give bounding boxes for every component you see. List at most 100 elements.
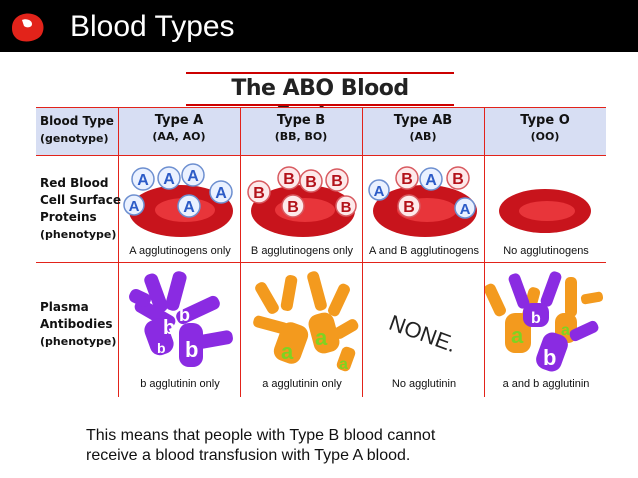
svg-text:b: b — [531, 310, 541, 327]
svg-text:b: b — [185, 337, 198, 362]
svg-text:B: B — [452, 171, 464, 188]
row-label-rbc: Red Blood Cell Surface Proteins (phenoty… — [40, 175, 121, 243]
antigen-a-icon: A — [181, 163, 205, 187]
antigen-b-icon: B — [446, 166, 470, 190]
row-label-text: Proteins — [40, 210, 97, 224]
table-divider — [240, 107, 241, 397]
svg-text:A: A — [137, 172, 149, 189]
antibody-a-icon — [253, 271, 359, 372]
antigen-a-icon: A — [419, 167, 443, 191]
svg-text:A: A — [374, 183, 385, 200]
column-head-type-ab: Type AB (AB) — [363, 113, 483, 144]
svg-text:b: b — [179, 305, 190, 325]
svg-text:A: A — [425, 172, 437, 189]
caption-type-a-cell: A agglutinogens only — [129, 245, 231, 257]
antigen-b-icon: B — [335, 195, 357, 217]
svg-text:B: B — [283, 171, 295, 188]
svg-text:A: A — [215, 185, 227, 202]
svg-text:A: A — [163, 171, 175, 188]
type-o-antibody-illustration: a a b b — [485, 271, 604, 372]
type-a-red-cell-illustration: A A A A A A — [123, 163, 233, 237]
column-genotype: (AB) — [409, 130, 437, 143]
row-label-text: Blood Type — [40, 114, 114, 128]
row-label-sub: (genotype) — [40, 132, 109, 145]
svg-text:a: a — [281, 339, 294, 364]
column-head-type-a: Type A (AA, AO) — [119, 113, 239, 144]
type-ab-antibody-illustration: NONE. — [386, 310, 460, 357]
svg-text:a: a — [339, 356, 348, 373]
slide-header: Blood Types — [0, 0, 638, 52]
caption-type-b-plasma: a agglutinin only — [262, 378, 342, 390]
svg-text:B: B — [305, 174, 317, 191]
explanation-note: This means that people with Type B blood… — [86, 426, 556, 466]
svg-text:B: B — [403, 199, 415, 216]
antibody-b-icon — [129, 271, 233, 367]
row-label-plasma: Plasma Antibodies (phenotype) — [40, 299, 116, 350]
row-label-text: Cell Surface — [40, 193, 122, 207]
figure-title: The ABO Blood System — [231, 76, 409, 127]
table-rule — [36, 155, 606, 156]
column-head-type-o: Type O (OO) — [485, 113, 605, 144]
antigen-a-icon: A — [454, 197, 476, 219]
type-b-antibody-illustration: a a a — [253, 271, 359, 373]
table-rule — [36, 107, 606, 108]
svg-text:B: B — [287, 199, 299, 216]
column-genotype: (BB, BO) — [274, 130, 328, 143]
antigen-b-icon: B — [299, 169, 323, 193]
blood-drop-logo-icon — [12, 13, 44, 42]
figure-title-top-rule — [186, 72, 454, 74]
column-genotype: (AA, AO) — [152, 130, 206, 143]
column-type: Type B — [276, 113, 326, 128]
svg-text:A: A — [183, 199, 195, 216]
table-header-row — [36, 107, 606, 155]
table-divider — [118, 107, 119, 397]
antibody-b-icon — [508, 271, 599, 372]
type-b-red-cell-illustration: B B B B B B — [247, 166, 357, 237]
svg-text:b: b — [543, 345, 556, 370]
svg-text:a: a — [511, 323, 524, 348]
row-label-text: Plasma — [40, 300, 89, 314]
svg-text:A: A — [129, 198, 140, 215]
antigen-b-icon: B — [281, 194, 305, 218]
antigen-a-icon: A — [209, 180, 233, 204]
table-divider — [484, 107, 485, 397]
svg-text:B: B — [341, 199, 352, 216]
antigen-a-icon: A — [157, 166, 181, 190]
column-genotype: (OO) — [530, 130, 560, 143]
antigen-a-icon: A — [177, 194, 201, 218]
caption-type-a-plasma: b agglutinin only — [140, 378, 220, 390]
antigen-b-icon: B — [325, 168, 349, 192]
svg-text:a: a — [561, 322, 570, 339]
row-label-text: Red Blood — [40, 176, 109, 190]
antigen-a-icon: A — [131, 167, 155, 191]
caption-type-o-plasma: a and b agglutinin — [502, 378, 590, 390]
svg-text:b: b — [157, 340, 166, 356]
abo-table: Blood Type (genotype) Red Blood Cell Sur… — [36, 107, 606, 397]
table-rule — [36, 262, 606, 263]
caption-type-o-cell: No agglutinogens — [503, 245, 589, 257]
row-label-sub: (phenotype) — [40, 228, 117, 241]
note-line: receive a blood transfusion with Type A … — [86, 447, 411, 464]
svg-text:B: B — [253, 185, 265, 202]
column-head-type-b: Type B (BB, BO) — [241, 113, 361, 144]
type-ab-red-cell-illustration: A B A B B A — [368, 166, 477, 237]
antigen-b-icon: B — [397, 194, 421, 218]
table-divider — [362, 107, 363, 397]
antigen-a-icon: A — [368, 179, 390, 201]
column-type: Type A — [154, 113, 204, 128]
svg-text:b: b — [163, 317, 175, 339]
caption-type-ab-cell: A and B agglutinogens — [368, 245, 480, 257]
antigen-a-icon: A — [123, 194, 145, 216]
column-type: Type AB — [393, 113, 453, 128]
svg-text:a: a — [315, 325, 328, 350]
svg-text:B: B — [401, 171, 413, 188]
row-label-blood-type: Blood Type (genotype) — [40, 113, 114, 147]
row-label-sub: (phenotype) — [40, 335, 117, 348]
figure-title-bottom-rule — [186, 104, 454, 106]
svg-text:B: B — [331, 173, 343, 190]
caption-type-b-cell: B agglutinogens only — [250, 245, 354, 257]
row-label-text: Antibodies — [40, 317, 113, 331]
none-label: NONE. — [386, 310, 460, 357]
svg-text:A: A — [460, 201, 471, 218]
column-type: Type O — [520, 113, 570, 128]
